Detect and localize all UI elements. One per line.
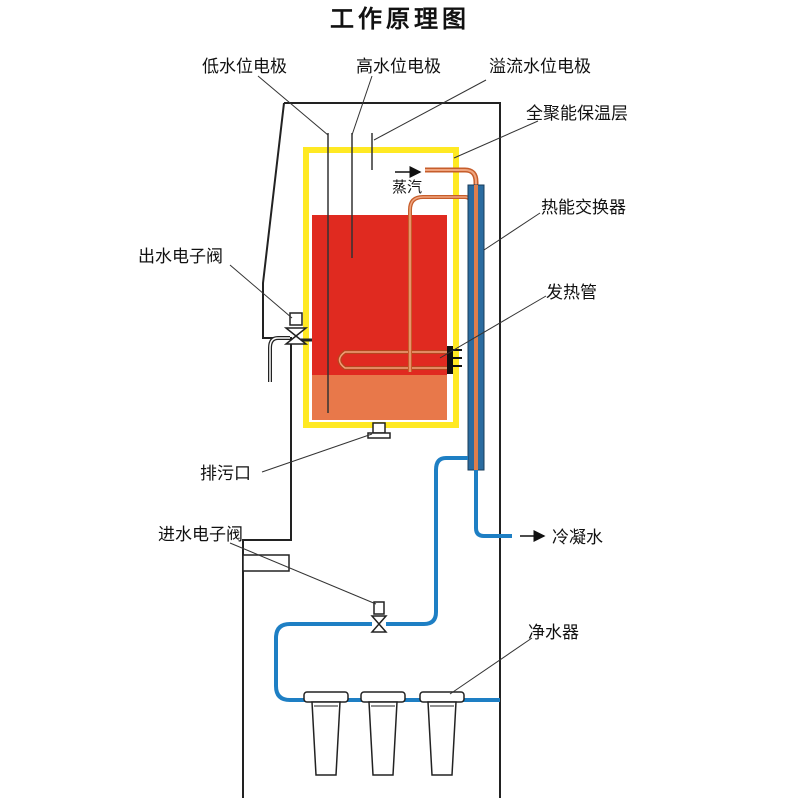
label-purifier: 净水器 <box>528 623 579 643</box>
inlet-pipe-upper <box>386 456 468 626</box>
inlet-pipe-lower <box>274 622 500 702</box>
purifier-filter-1 <box>303 691 349 776</box>
leader-insulation <box>453 120 539 159</box>
label-outlet-valve: 出水电子阀 <box>138 247 223 267</box>
leader-outlet-valve <box>229 264 293 319</box>
label-condensate: 冷凝水 <box>552 528 603 548</box>
purifier-compartment <box>242 554 290 572</box>
leader-inlet-valve <box>229 542 377 605</box>
leader-heating-tube <box>439 295 547 359</box>
purifier-filter-2 <box>360 691 406 776</box>
label-high-electrode: 高水位电极 <box>356 57 441 77</box>
leader-heat-exchanger <box>483 212 541 251</box>
cabinet-outline <box>242 102 501 798</box>
label-drain: 排污口 <box>200 464 251 484</box>
label-inlet-valve: 进水电子阀 <box>158 525 243 545</box>
label-insulation: 全聚能保温层 <box>526 104 628 124</box>
condensate-pipe <box>474 470 512 538</box>
leader-purifier <box>449 637 533 695</box>
label-low-electrode: 低水位电极 <box>202 57 287 77</box>
purifier-filter-3 <box>419 691 465 776</box>
label-steam: 蒸汽 <box>392 178 422 196</box>
heating-tube-terminal <box>447 346 453 374</box>
inlet-valve <box>370 601 388 633</box>
label-heating-tube: 发热管 <box>546 283 597 303</box>
warm-water <box>312 375 447 420</box>
leader-drain <box>261 433 373 473</box>
leader-high-electrode <box>351 75 373 136</box>
leader-low-electrode <box>257 75 329 136</box>
leader-overflow-electrode <box>373 79 487 141</box>
diagram-title: 工作原理图 <box>330 5 470 33</box>
outlet-valve <box>268 312 312 382</box>
hot-water <box>312 215 447 375</box>
label-overflow-electrode: 溢流水位电极 <box>489 57 591 77</box>
label-heat-exchanger: 热能交换器 <box>541 198 626 218</box>
